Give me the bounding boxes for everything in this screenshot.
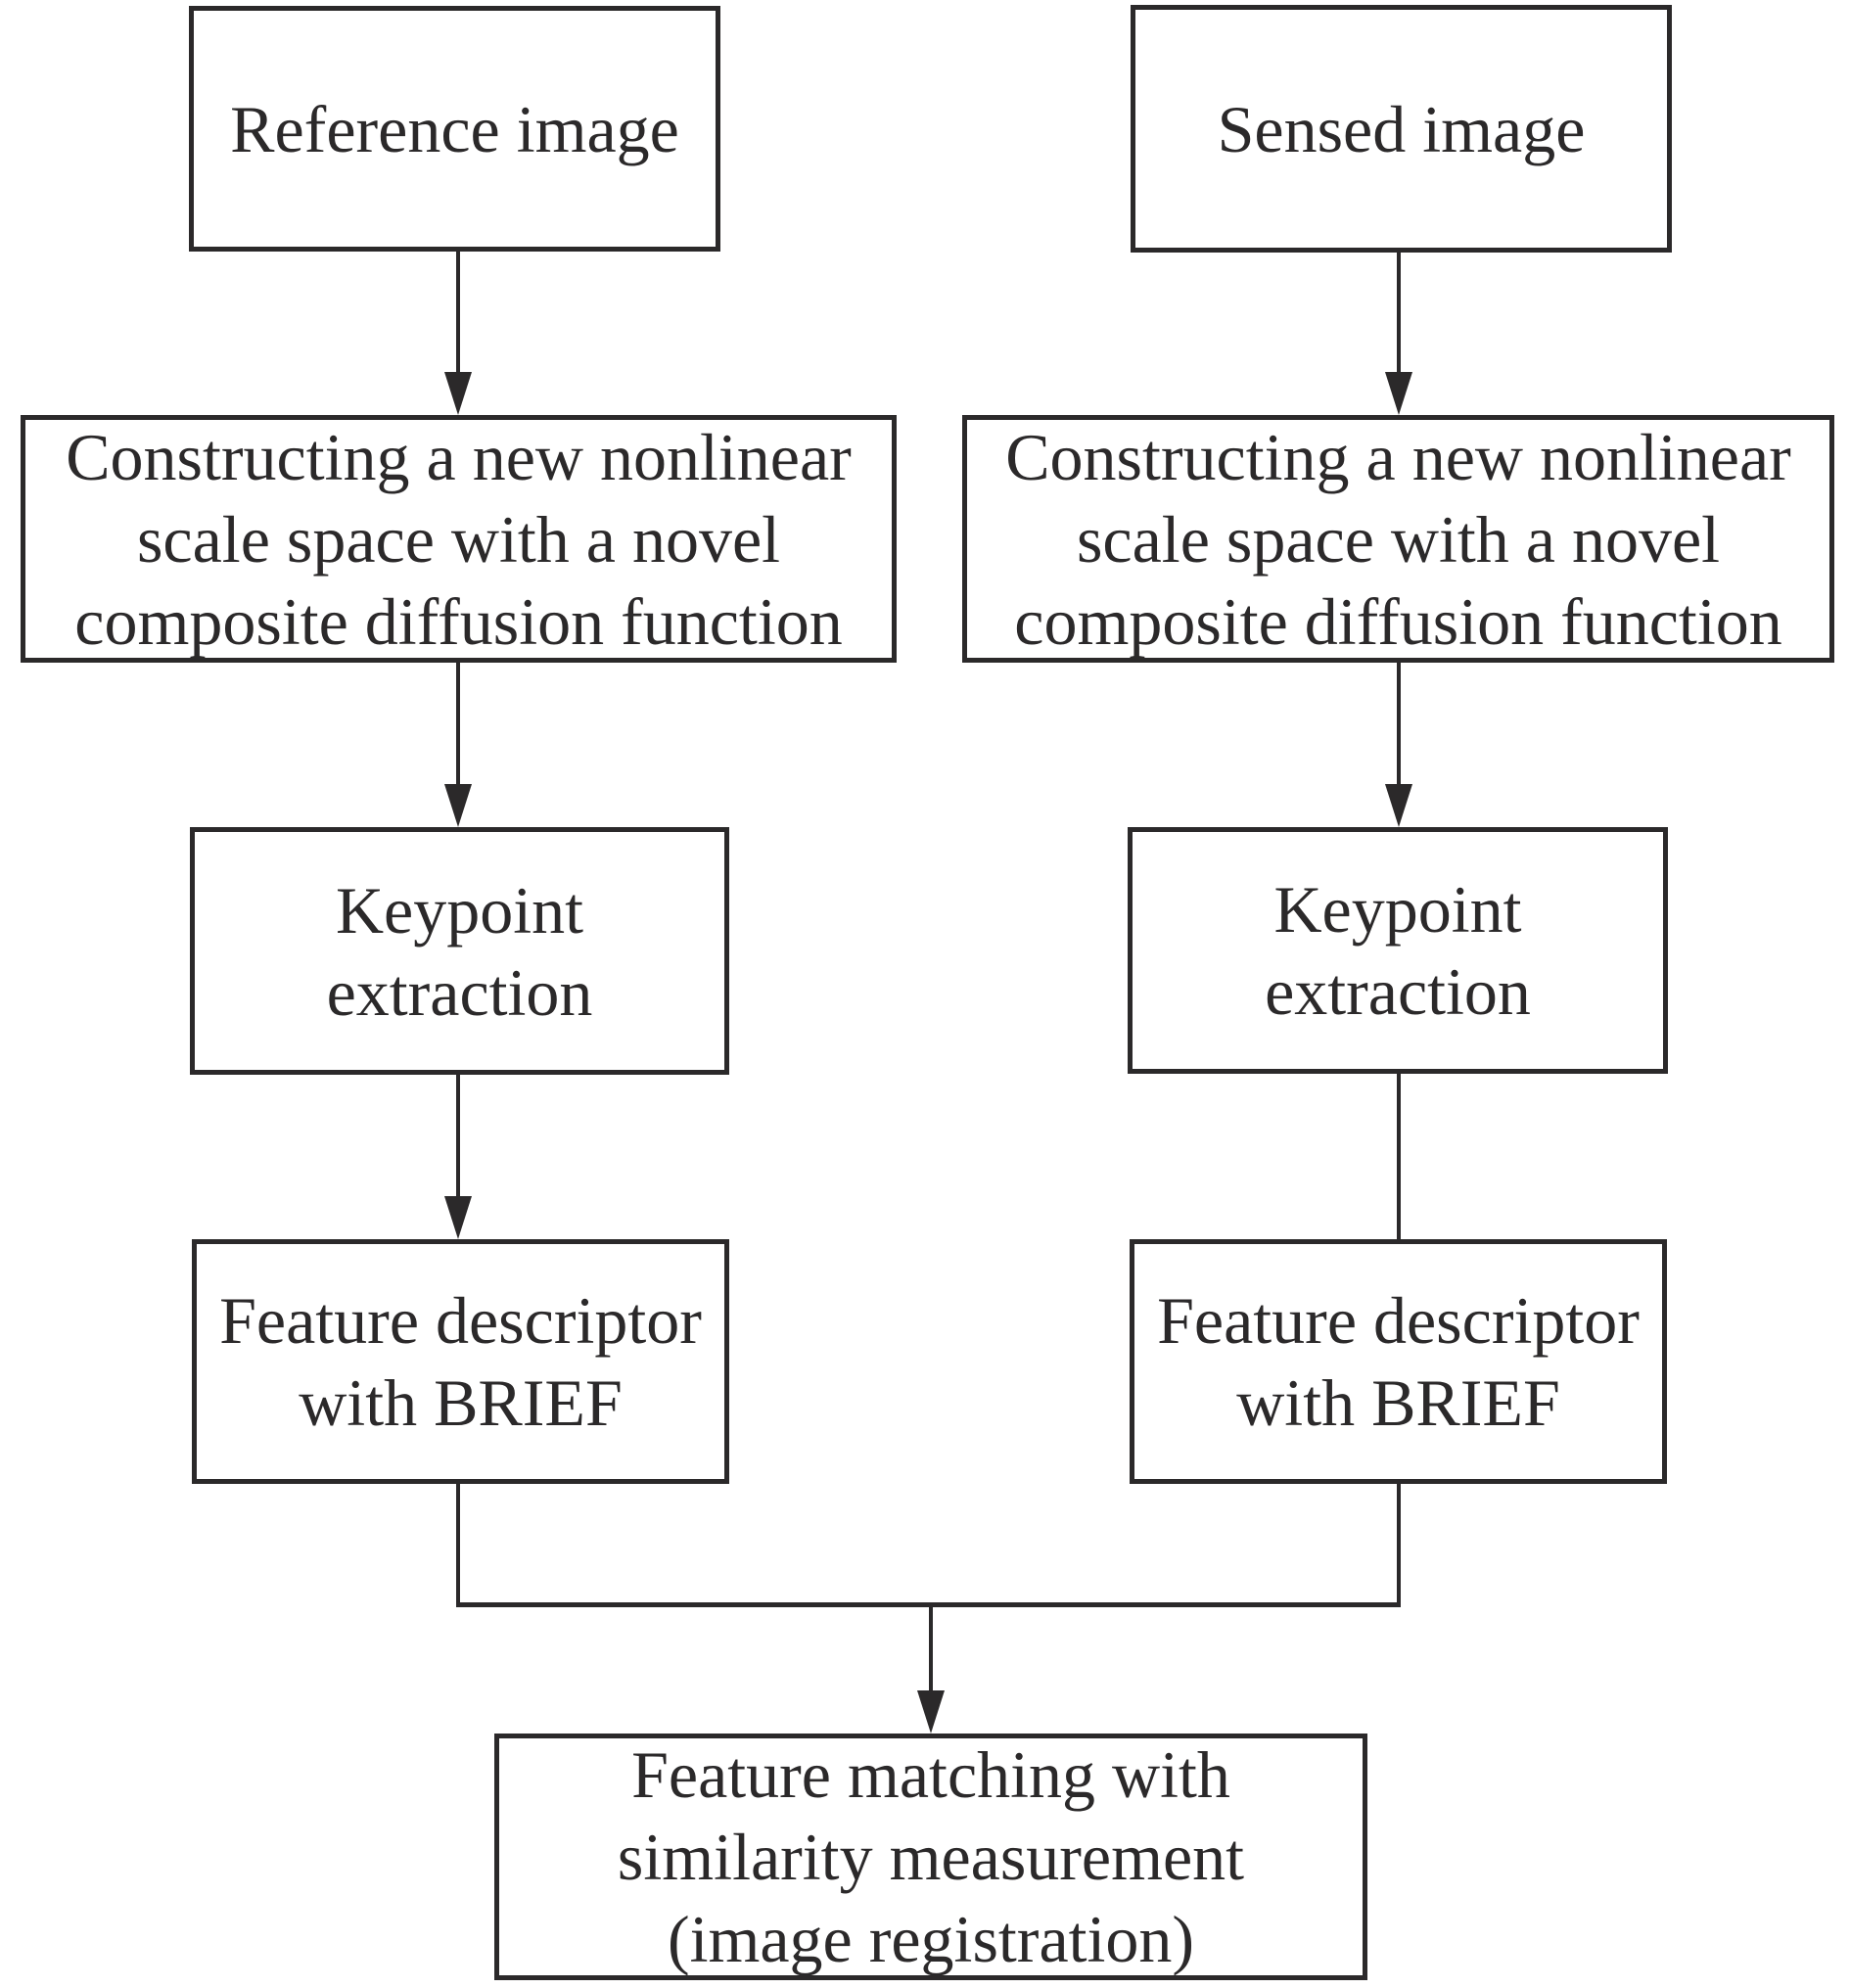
node-label-line: scale space with a novel: [136, 501, 781, 577]
node-label-line: (image registration): [667, 1902, 1195, 1976]
node-keypoint-extraction-right: Keypoint extraction: [1128, 827, 1668, 1074]
node-label-line: composite diffusion function: [1014, 583, 1782, 659]
node-label-line: scale space with a novel: [1076, 501, 1721, 577]
node-constructing-scale-space-right: Constructing a new nonlinear scale space…: [962, 415, 1834, 663]
node-constructing-scale-space-left: Constructing a new nonlinear scale space…: [21, 415, 897, 663]
connector-constructing-to-keypoint-right: [1397, 663, 1401, 784]
connector-sensed-to-constructing-right: [1397, 253, 1401, 372]
node-label-line: Reference image: [230, 91, 679, 166]
node-label-line: extraction: [1265, 954, 1531, 1029]
connector-reference-to-constructing-left: [456, 252, 460, 372]
connector-descriptor-left-drop: [456, 1484, 460, 1607]
node-label-line: composite diffusion function: [74, 583, 843, 659]
node-label-line: Sensed image: [1217, 91, 1586, 166]
connector-merge-junction: [456, 1602, 1401, 1607]
connector-descriptor-right-drop: [1397, 1484, 1401, 1607]
connector-keypoint-to-descriptor-left: [456, 1075, 460, 1196]
node-feature-descriptor-left: Feature descriptor with BRIEF: [192, 1239, 729, 1484]
node-label-line: Keypoint: [335, 872, 584, 948]
node-label-line: Feature descriptor: [1157, 1283, 1640, 1358]
node-label-line: Constructing a new nonlinear: [1005, 419, 1791, 494]
node-label-line: with BRIEF: [1236, 1365, 1560, 1440]
node-label-line: similarity measurement: [617, 1820, 1245, 1894]
node-reference-image: Reference image: [189, 6, 720, 252]
arrowhead-down-icon: [444, 784, 472, 827]
node-feature-descriptor-right: Feature descriptor with BRIEF: [1130, 1239, 1667, 1484]
node-label-line: Feature descriptor: [219, 1283, 702, 1358]
node-label-line: Keypoint: [1273, 872, 1522, 947]
node-keypoint-extraction-left: Keypoint extraction: [190, 827, 729, 1075]
node-sensed-image: Sensed image: [1131, 5, 1672, 253]
node-feature-matching: Feature matching with similarity measure…: [494, 1734, 1367, 1980]
arrowhead-down-icon: [1385, 372, 1412, 415]
connector-junction-to-matching: [929, 1607, 933, 1690]
connector-keypoint-to-descriptor-right: [1397, 1074, 1401, 1239]
arrowhead-down-icon: [444, 1196, 472, 1239]
node-label-line: Constructing a new nonlinear: [66, 419, 852, 494]
arrowhead-down-icon: [444, 372, 472, 415]
arrowhead-down-icon: [917, 1690, 945, 1734]
connector-constructing-to-keypoint-left: [456, 663, 460, 784]
arrowhead-down-icon: [1385, 784, 1412, 827]
node-label-line: extraction: [326, 954, 593, 1030]
node-label-line: Feature matching with: [631, 1737, 1230, 1812]
node-label-line: with BRIEF: [299, 1365, 623, 1440]
